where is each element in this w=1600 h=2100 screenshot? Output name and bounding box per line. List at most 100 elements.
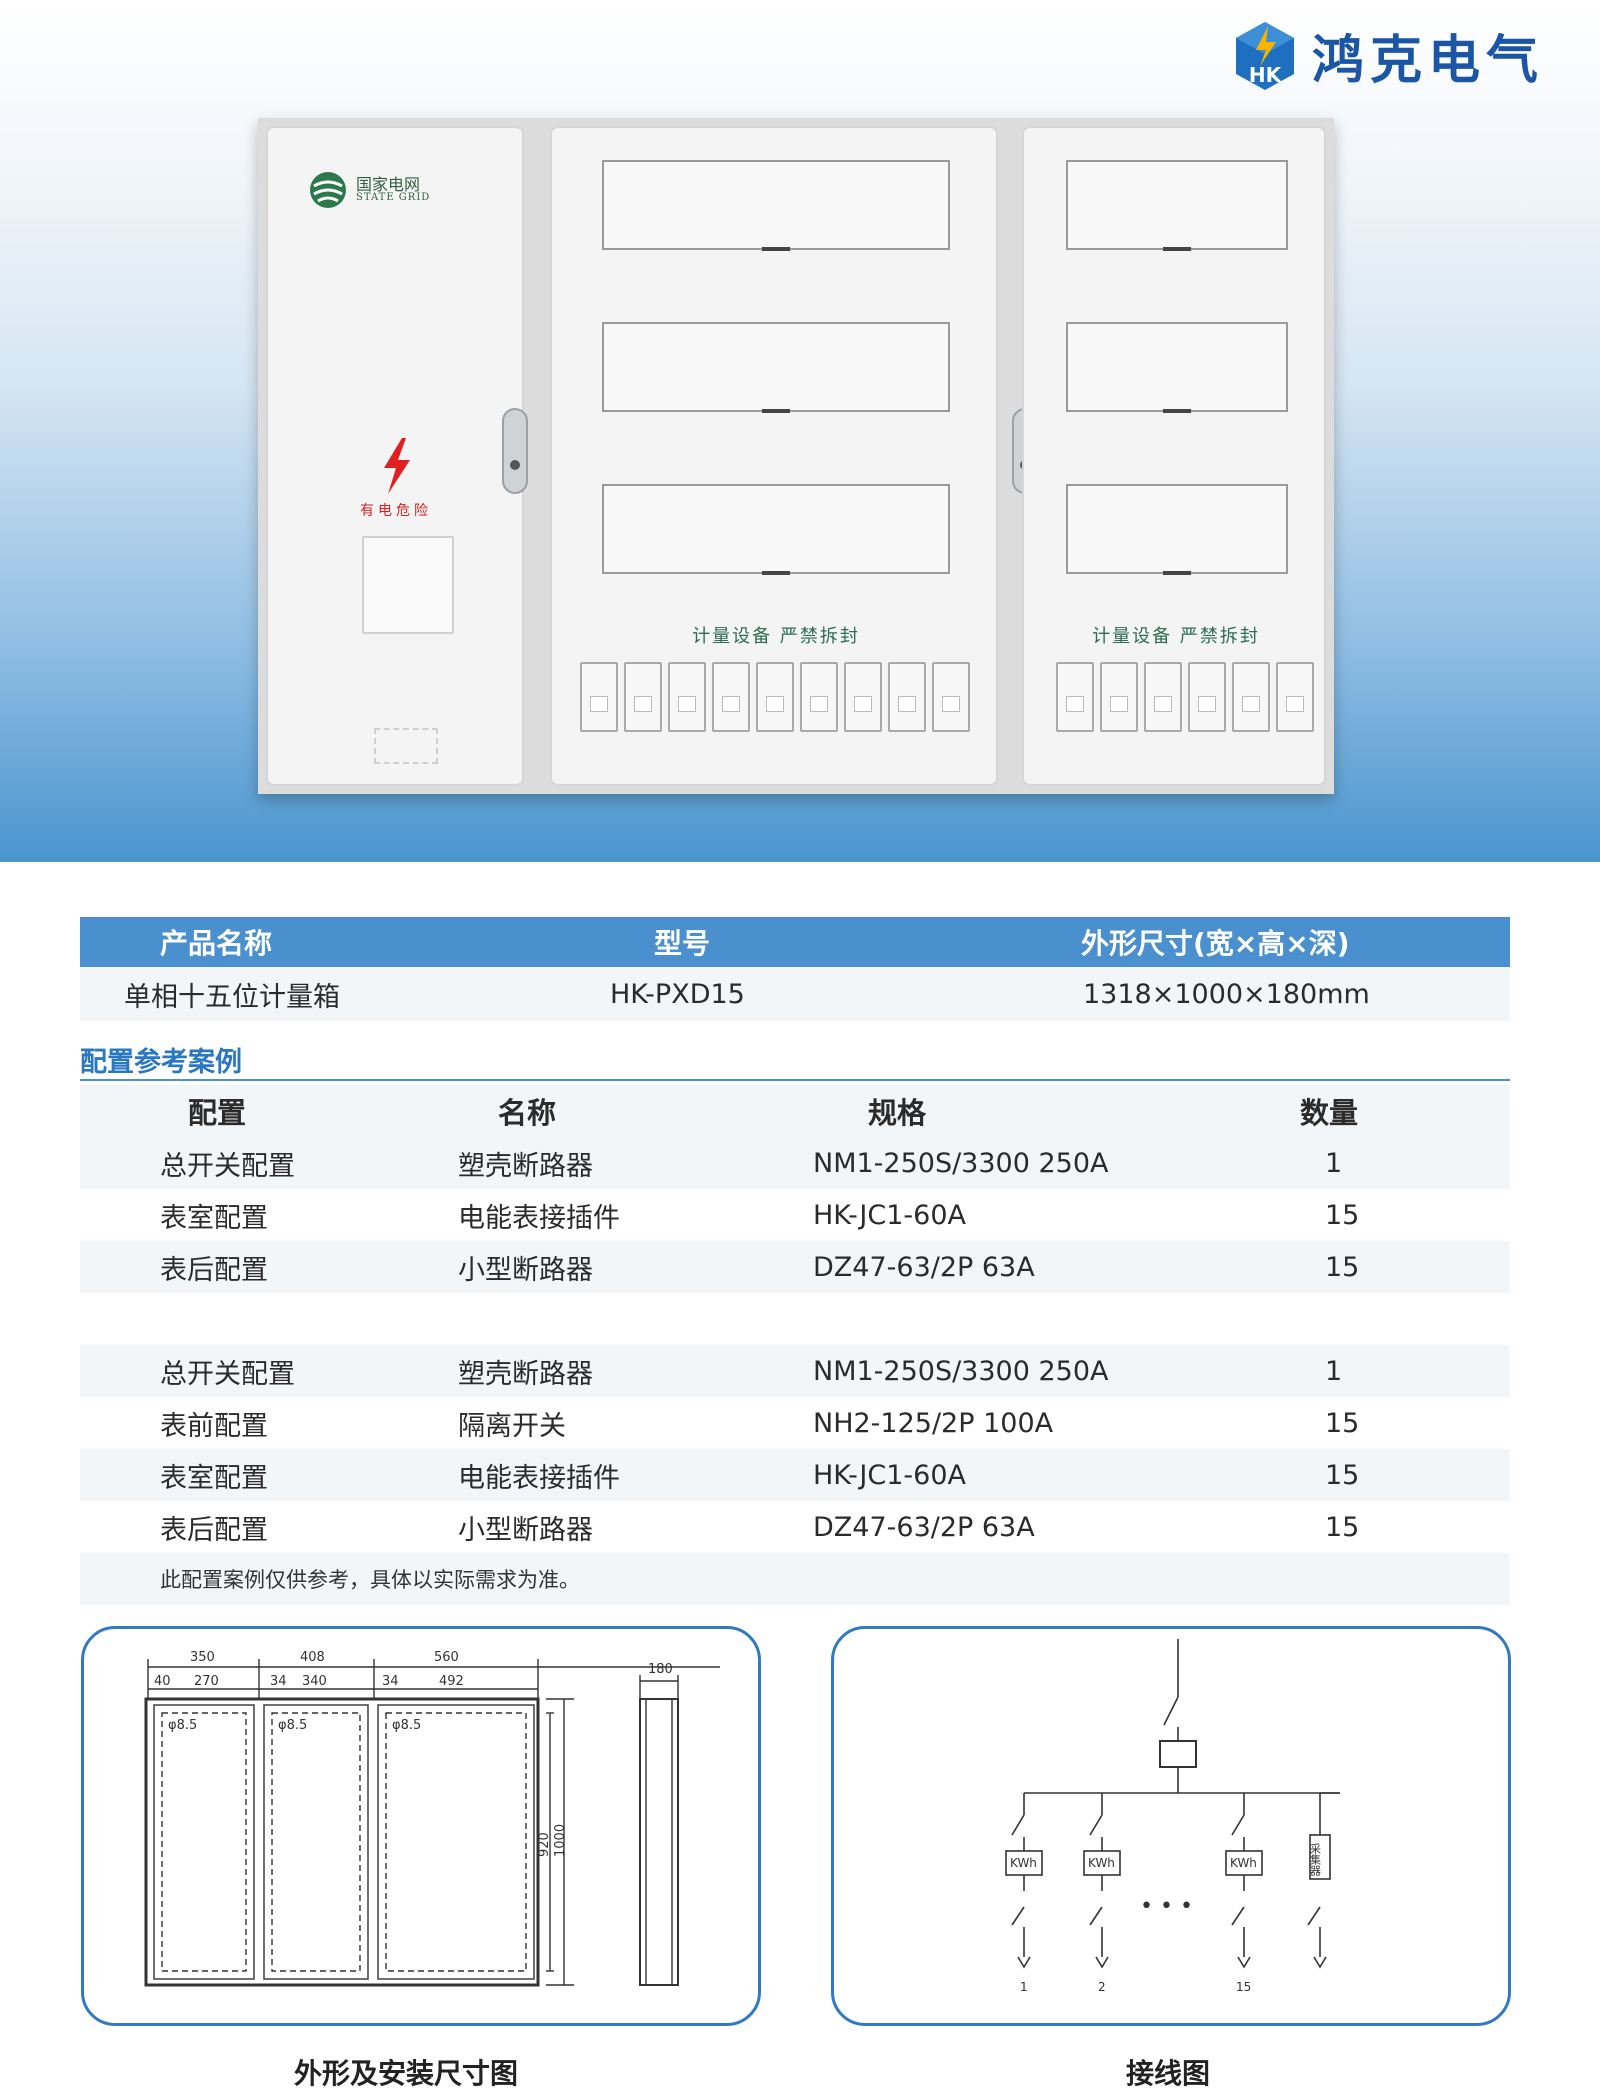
breaker-module bbox=[1232, 662, 1270, 732]
danger-warning: 有电危险 bbox=[348, 438, 444, 520]
table-row: 表前配置 隔离开关 NH2-125/2P 100A 15 bbox=[80, 1397, 1510, 1449]
state-grid-logo: 国家电网 STATE GRID bbox=[308, 170, 430, 210]
meter-label-15: KWh bbox=[1230, 1856, 1257, 1870]
output-label-15: 15 bbox=[1236, 1980, 1251, 1994]
dim-height-outer: 1000 bbox=[553, 1824, 568, 1857]
dim-margin-3: 34 bbox=[382, 1674, 399, 1689]
meter-flap-2 bbox=[602, 322, 950, 413]
breaker-module bbox=[624, 662, 662, 732]
table-row: 总开关配置 塑壳断路器 NM1-250S/3300 250A 1 bbox=[80, 1345, 1510, 1397]
product-dimensions: 1318×1000×180mm bbox=[1083, 978, 1370, 1010]
meter-flap-3 bbox=[602, 484, 950, 575]
breaker-module bbox=[1276, 662, 1314, 732]
wiring-caption: 接线图 bbox=[1126, 2057, 1211, 2090]
section-divider bbox=[80, 1079, 1510, 1081]
meter-flap-4 bbox=[1066, 160, 1288, 251]
hole-label-3: φ8.5 bbox=[392, 1718, 421, 1733]
dim-inner-2: 340 bbox=[302, 1674, 327, 1689]
meter-flap-1 bbox=[602, 160, 950, 251]
breaker-module bbox=[888, 662, 926, 732]
config-note: 此配置案例仅供参考，具体以实际需求为准。 bbox=[160, 1568, 580, 1592]
cell-spec: NM1-250S/3300 250A bbox=[813, 1355, 1109, 1387]
right-door: 计量设备 严禁拆封 bbox=[1022, 126, 1326, 786]
dimension-drawing-panel: 350 408 560 40 270 34 340 34 492 φ8.5 φ8… bbox=[81, 1626, 761, 2026]
hk-logo-icon: HK bbox=[1235, 21, 1294, 90]
danger-label: 有电危险 bbox=[360, 503, 432, 519]
product-table-header: 产品名称 型号 外形尺寸(宽×高×深) bbox=[80, 917, 1510, 967]
product-name: 单相十五位计量箱 bbox=[124, 981, 340, 1013]
meter-label-1: KWh bbox=[1010, 1856, 1037, 1870]
header-spec: 规格 bbox=[868, 1096, 927, 1130]
cell-name: 小型断路器 bbox=[458, 1514, 593, 1546]
wiring-diagram-panel: KWh KWh KWh 采集器 • • • 1 2 15 bbox=[831, 1626, 1511, 2026]
hole-label-1: φ8.5 bbox=[168, 1718, 197, 1733]
breaker-module bbox=[1188, 662, 1226, 732]
cell-config: 表室配置 bbox=[160, 1202, 268, 1234]
table-row: 表后配置 小型断路器 DZ47-63/2P 63A 15 bbox=[80, 1501, 1510, 1553]
dimension-caption: 外形及安装尺寸图 bbox=[294, 2057, 519, 2090]
meter-label-2: KWh bbox=[1088, 1856, 1115, 1870]
dim-margin-2: 34 bbox=[270, 1674, 287, 1689]
config-section-title: 配置参考案例 bbox=[80, 1047, 242, 1078]
dimension-drawing: 350 408 560 40 270 34 340 34 492 φ8.5 φ8… bbox=[144, 1650, 720, 1987]
breaker-module bbox=[800, 662, 838, 732]
dim-depth: 180 bbox=[648, 1662, 673, 1677]
cell-name: 小型断路器 bbox=[458, 1254, 593, 1286]
seal-label-center: 计量设备 严禁拆封 bbox=[692, 626, 860, 647]
header-qty: 数量 bbox=[1300, 1096, 1359, 1130]
cell-spec: DZ47-63/2P 63A bbox=[813, 1511, 1035, 1543]
cell-config: 表后配置 bbox=[160, 1514, 268, 1546]
dim-inner-3: 492 bbox=[439, 1674, 464, 1689]
cell-config: 表前配置 bbox=[160, 1410, 268, 1442]
dim-margin-1: 40 bbox=[154, 1674, 171, 1689]
cell-spec: HK-JC1-60A bbox=[813, 1199, 966, 1231]
metering-cabinet-photo: 国家电网 STATE GRID 有电危险 计量设备 严禁拆封 bbox=[258, 118, 1334, 794]
cell-name: 隔离开关 bbox=[458, 1410, 566, 1442]
cell-config: 表后配置 bbox=[160, 1254, 268, 1286]
breaker-module bbox=[580, 662, 618, 732]
breaker-row-right bbox=[1056, 662, 1314, 732]
config-table-header: 配置 名称 规格 数量 bbox=[80, 1085, 1510, 1137]
cell-config: 总开关配置 bbox=[160, 1150, 295, 1182]
dim-height-inner: 920 bbox=[537, 1832, 552, 1857]
breaker-row-center bbox=[580, 662, 970, 732]
output-label-2: 2 bbox=[1098, 1980, 1106, 1994]
table-row: 表室配置 电能表接插件 HK-JC1-60A 15 bbox=[80, 1189, 1510, 1241]
table-row: 总开关配置 塑壳断路器 NM1-250S/3300 250A 1 bbox=[80, 1137, 1510, 1189]
lightning-icon bbox=[384, 438, 410, 494]
bottom-slot bbox=[374, 728, 438, 764]
reading-window bbox=[362, 536, 454, 634]
dim-width-3: 560 bbox=[434, 1650, 459, 1665]
logo-letters: HK bbox=[1249, 63, 1283, 87]
cell-name: 电能表接插件 bbox=[458, 1202, 620, 1234]
dim-width-1: 350 bbox=[190, 1650, 215, 1665]
cell-spec: HK-JC1-60A bbox=[813, 1459, 966, 1491]
center-door: 计量设备 严禁拆封 bbox=[550, 126, 998, 786]
cell-spec: NH2-125/2P 100A bbox=[813, 1407, 1054, 1439]
breaker-module bbox=[844, 662, 882, 732]
table-row: 表室配置 电能表接插件 HK-JC1-60A 15 bbox=[80, 1449, 1510, 1501]
breaker-module bbox=[1100, 662, 1138, 732]
brand: HK 鸿克电气 bbox=[1232, 18, 1544, 93]
seal-label-right: 计量设备 严禁拆封 bbox=[1092, 626, 1260, 647]
cell-qty: 15 bbox=[1325, 1459, 1360, 1491]
product-model: HK-PXD15 bbox=[610, 978, 745, 1010]
product-table-row: 单相十五位计量箱 HK-PXD15 1318×1000×180mm bbox=[80, 967, 1510, 1021]
cell-name: 塑壳断路器 bbox=[458, 1150, 593, 1182]
breaker-module bbox=[932, 662, 970, 732]
brand-name: 鸿克电气 bbox=[1311, 31, 1544, 91]
breaker-module bbox=[1144, 662, 1182, 732]
config-table: 配置 名称 规格 数量 总开关配置 塑壳断路器 NM1-250S/3300 25… bbox=[80, 1085, 1510, 1605]
cell-qty: 15 bbox=[1325, 1511, 1360, 1543]
dim-inner-1: 270 bbox=[194, 1674, 219, 1689]
door-handle-1 bbox=[502, 408, 528, 494]
cell-name: 塑壳断路器 bbox=[458, 1358, 593, 1390]
collector-label: 采集器 bbox=[1309, 1843, 1322, 1877]
header-dimensions: 外形尺寸(宽×高×深) bbox=[1081, 927, 1350, 960]
cell-spec: DZ47-63/2P 63A bbox=[813, 1251, 1035, 1283]
header-config: 配置 bbox=[188, 1096, 247, 1130]
breaker-module bbox=[668, 662, 706, 732]
meter-flap-6 bbox=[1066, 484, 1288, 575]
dim-width-2: 408 bbox=[300, 1650, 325, 1665]
breaker-module bbox=[756, 662, 794, 732]
